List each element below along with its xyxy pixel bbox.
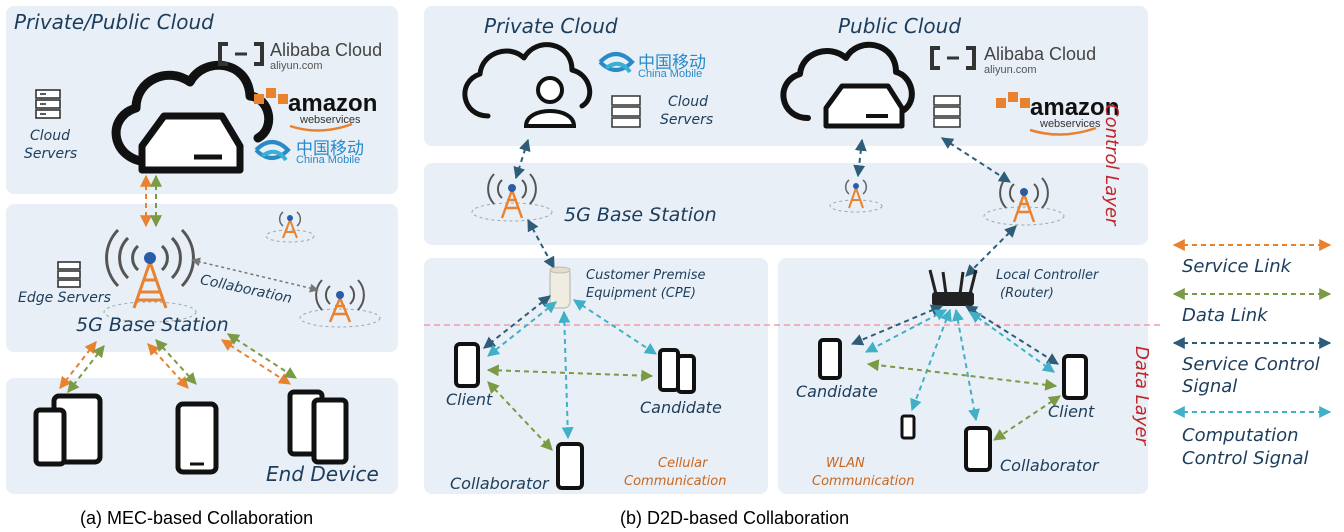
b-china-mobile-en: China Mobile: [638, 68, 703, 80]
wlan-client-label: Client: [1048, 402, 1095, 421]
a-phone-icon: [175, 401, 219, 475]
amazon-logo-icon: [254, 88, 353, 132]
cellular-client-label: Client: [446, 390, 493, 409]
wlan-candidate-label: Candidate: [796, 382, 878, 401]
cellular-collaborator-phone-icon: [556, 442, 584, 490]
a-base-station-icon: [103, 228, 197, 323]
a-cloud-title: Private/Public Cloud: [14, 10, 214, 34]
b-cpe-line1: Customer Premise: [586, 268, 706, 283]
a-alibaba-text: Alibaba Cloud: [270, 40, 383, 60]
a-end-device-label: End Device: [266, 462, 379, 486]
data-layer-label: Data Layer: [1131, 346, 1152, 445]
a-edge-server-icon: [57, 261, 81, 288]
a-cloud-server-icon: [138, 112, 244, 174]
b-base-station-icon: [471, 173, 553, 222]
a-amazon-sub: webservices: [300, 114, 361, 126]
b-private-cloud-title: Private Cloud: [484, 14, 618, 38]
b-cloud-servers-line2: Servers: [660, 112, 714, 128]
wlan-client-phone-icon: [1062, 354, 1088, 400]
wlan-comm-line2: Communication: [812, 474, 915, 489]
a-cloud-servers-line2: Servers: [24, 146, 78, 162]
a-alibaba-sub: aliyun.com: [270, 60, 323, 72]
b-cpe-line2: Equipment (CPE): [586, 286, 696, 301]
b-public-cloud-server-icon: [823, 83, 905, 129]
b-amazon-logo-icon: [996, 92, 1097, 136]
b-public-base-station-icon: [983, 177, 1065, 226]
cpe-icon: [549, 266, 571, 309]
b-public-server-icon: [933, 95, 961, 128]
b-caption: (b) D2D-based Collaboration: [620, 508, 850, 528]
cellular-candidate-label: Candidate: [640, 398, 722, 417]
china-mobile-logo-icon: [254, 140, 291, 162]
b-alibaba-text: Alibaba Cloud: [984, 44, 1097, 64]
legend-computation-label-1: Computation: [1182, 425, 1299, 446]
a-collab-base-station-icon: [299, 279, 381, 328]
legend-data-link-label: Data Link: [1182, 305, 1268, 326]
wlan-collaborator-phone-icon: [964, 426, 992, 472]
a-phones-icon: [287, 389, 349, 465]
legend-service-link-label: Service Link: [1182, 256, 1292, 277]
a-china-mobile-cn: 中国移动: [296, 139, 364, 158]
cellular-comm-line2: Communication: [624, 474, 727, 489]
a-server-rack-icon: [35, 89, 61, 119]
cellular-client-phone-icon: [454, 342, 480, 388]
b-private-server-icon: [611, 95, 641, 128]
legend-computation-label-2: Control Signal: [1182, 448, 1309, 469]
a-base-station-label: 5G Base Station: [76, 314, 229, 336]
a-phone-pair-icon: [33, 407, 67, 467]
b-cloud-servers-line1: Cloud: [668, 94, 708, 110]
control-layer-label: Control Layer: [1101, 104, 1122, 226]
b-public-cloud-icon: [780, 41, 915, 121]
b-amazon-text: amazon: [1030, 94, 1120, 121]
b-alibaba-logo-icon: [930, 46, 976, 70]
b-amazon-sub: webservices: [1040, 118, 1101, 130]
wlan-candidate-device-icon: [818, 338, 842, 380]
b-public-cloud-title: Public Cloud: [838, 14, 962, 38]
b-person-icon: [523, 76, 577, 128]
b-base-station-label: 5G Base Station: [564, 204, 717, 226]
a-cloud-servers-line1: Cloud: [30, 128, 70, 144]
b-router-line2: (Router): [1000, 286, 1054, 301]
legend-service-control-label-2: Signal: [1182, 376, 1238, 397]
cellular-candidate-phones-icon: [658, 348, 696, 394]
b-public-base-station-small-icon: [829, 179, 883, 213]
b-alibaba-sub: aliyun.com: [984, 64, 1037, 76]
wlan-small-phone-icon: [900, 414, 916, 440]
b-private-cloud-icon: [462, 42, 593, 119]
a-small-base-station-icon: [265, 211, 315, 243]
legend-service-control-label-1: Service Control: [1182, 354, 1320, 375]
wlan-collaborator-label: Collaborator: [1000, 456, 1099, 475]
b-router-line1: Local Controller: [996, 268, 1099, 283]
b-china-mobile-cn: 中国移动: [638, 53, 706, 72]
wlan-comm-line1: WLAN: [826, 456, 865, 471]
a-china-mobile-en: China Mobile: [296, 154, 361, 166]
router-icon: [928, 269, 978, 306]
a-caption: (a) MEC-based Collaboration: [80, 508, 314, 528]
a-amazon-text: amazon: [288, 90, 378, 117]
cellular-comm-line1: Cellular: [658, 456, 708, 471]
alibaba-logo-icon: [218, 42, 264, 66]
a-edge-servers-label: Edge Servers: [18, 290, 111, 306]
cellular-collaborator-label: Collaborator: [450, 474, 549, 493]
b-china-mobile-logo-icon: [598, 52, 635, 74]
